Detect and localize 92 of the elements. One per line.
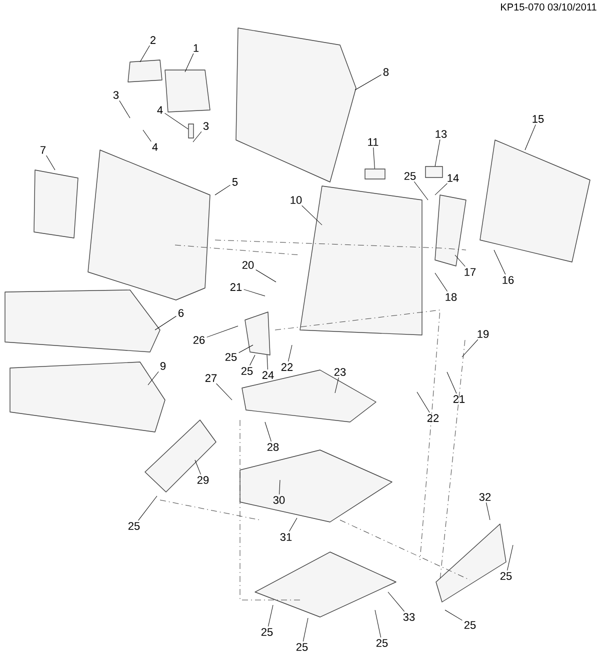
callout-number: 4: [157, 106, 163, 114]
leader-line: [454, 254, 466, 267]
leader-line: [524, 124, 536, 150]
leader-line: [140, 45, 150, 62]
leader-line: [289, 518, 298, 532]
leader-line: [434, 183, 448, 196]
callout-number: 3: [113, 91, 119, 99]
callout-number: 10: [290, 196, 302, 204]
leader-line: [288, 344, 292, 362]
leader-line: [154, 316, 176, 330]
leader-line: [279, 480, 280, 495]
leader-line: [446, 372, 457, 394]
leader-line: [264, 422, 272, 442]
leader-line: [206, 326, 238, 338]
callout-number: 21: [453, 395, 465, 403]
leader-line: [416, 392, 430, 413]
leader-line: [46, 155, 56, 170]
leader-line: [494, 250, 506, 275]
leader-line: [238, 344, 254, 353]
leader-line: [142, 130, 152, 142]
callout-number: 3: [203, 122, 209, 130]
leader-line: [374, 610, 382, 638]
leader-line: [119, 100, 130, 118]
callout-number: 25: [500, 572, 512, 580]
leader-line: [268, 604, 274, 627]
callout-number: 30: [273, 496, 285, 504]
callout-number: 18: [446, 293, 457, 301]
leader-line: [373, 147, 375, 169]
drawing-code: KP15-070 03/10/2011: [501, 3, 596, 11]
callout-number: 7: [40, 146, 46, 154]
callout-number: 28: [267, 443, 279, 451]
callout-number: 14: [448, 174, 459, 182]
callout-number: 21: [230, 283, 242, 291]
callout-number: 15: [532, 115, 544, 123]
callout-number: 1: [194, 44, 199, 52]
callout-number: 19: [478, 330, 489, 338]
leader-line: [434, 272, 448, 292]
callout-number: 4: [152, 143, 158, 151]
leader-line: [266, 354, 268, 370]
leader-line: [302, 205, 322, 226]
leader-line: [194, 460, 202, 475]
callout-number: 8: [383, 68, 389, 76]
callout-number: 31: [280, 533, 292, 541]
leader-line: [334, 377, 339, 394]
callout-number: 25: [376, 639, 388, 647]
leader-line: [256, 270, 276, 282]
leader-line: [192, 131, 202, 142]
leader-line: [148, 371, 159, 386]
leader-line: [216, 383, 232, 400]
leader-line: [434, 139, 440, 166]
callout-number: 17: [464, 268, 476, 276]
leader-line: [414, 181, 428, 200]
callout-number: 25: [464, 621, 476, 629]
callout-number: 25: [296, 643, 308, 651]
callout-number: 24: [262, 371, 274, 379]
callout-number: 29: [197, 476, 209, 484]
leader-line: [214, 184, 230, 196]
leader-line: [302, 618, 308, 642]
callout-number: 32: [479, 493, 491, 501]
leader-line: [486, 502, 490, 520]
callout-number: 22: [281, 363, 293, 371]
callout-number: 16: [502, 276, 514, 284]
callout-number: 33: [403, 613, 415, 621]
callout-number: 11: [368, 138, 378, 146]
callout-number: 25: [241, 367, 253, 375]
leader-line: [462, 339, 478, 358]
callout-number: 5: [232, 178, 238, 186]
leader-line: [507, 544, 514, 571]
callout-number: 25: [225, 353, 237, 361]
leader-line: [250, 354, 256, 366]
callout-number: 2: [150, 36, 156, 44]
leader-line: [388, 592, 405, 612]
callout-number: 9: [160, 362, 166, 370]
leader-line: [354, 74, 382, 90]
part-drawing: [364, 168, 386, 180]
leader-line: [444, 610, 462, 621]
callout-number: 27: [205, 374, 217, 382]
callout-number: 6: [178, 309, 184, 317]
leader-line: [164, 112, 188, 130]
callout-number: 26: [193, 336, 205, 344]
leader-line: [184, 53, 194, 72]
part-drawing: [425, 166, 443, 178]
leader-line: [244, 289, 266, 296]
callout-number: 23: [334, 368, 346, 376]
callout-number: 13: [436, 130, 447, 138]
callout-number: 20: [242, 261, 254, 269]
callout-number: 25: [261, 628, 273, 636]
leader-line: [138, 496, 158, 521]
callout-number: 22: [427, 414, 439, 422]
callout-number: 25: [404, 172, 416, 180]
callout-number: 25: [128, 522, 140, 530]
part-drawing: [188, 124, 194, 138]
